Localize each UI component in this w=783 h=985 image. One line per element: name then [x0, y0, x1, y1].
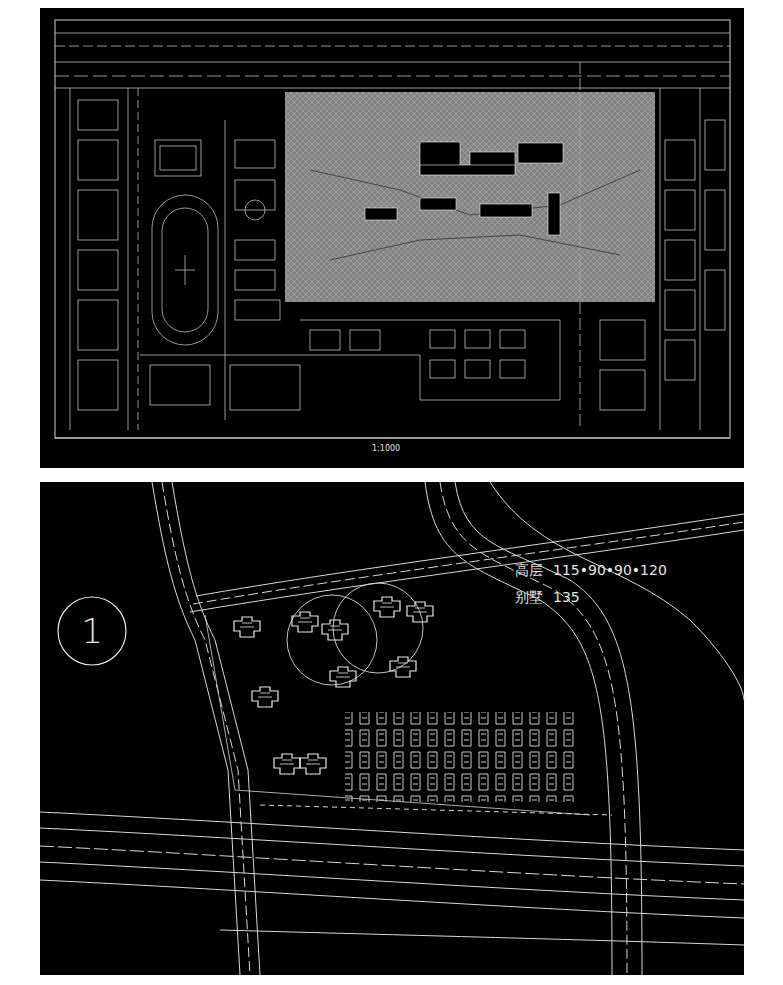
unit-sizes: 135: [553, 590, 580, 605]
building-type: 别墅: [515, 590, 543, 605]
unit-sizes: 115•90•90•120: [553, 563, 667, 578]
scale-text: 1:1000: [372, 445, 400, 454]
callout-circle: 1: [57, 596, 127, 666]
callout-number: 1: [57, 611, 127, 651]
building-type: 高层: [515, 563, 543, 578]
